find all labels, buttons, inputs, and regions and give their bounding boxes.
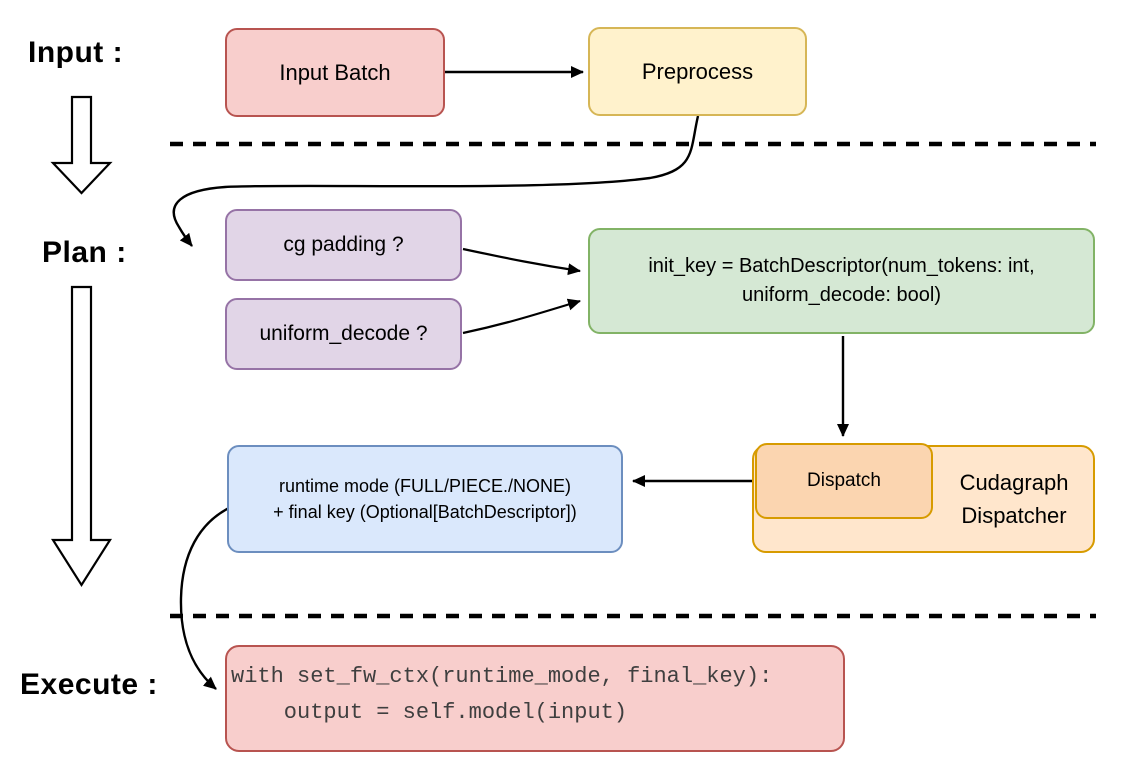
input-to-plan-arrow xyxy=(50,95,113,195)
curve-preprocess-plan xyxy=(172,115,700,247)
dispatch-label: Dispatch xyxy=(807,470,881,492)
arrow-cgpadding-initkey xyxy=(462,247,581,276)
cg-padding-label: cg padding ? xyxy=(283,232,404,256)
cudagraph-dispatcher-label: Cudagraph Dispatcher xyxy=(959,470,1069,528)
init-key-node: init_key = BatchDescriptor(num_tokens: i… xyxy=(588,228,1095,334)
runtime-mode-node: runtime mode (FULL/PIECE./NONE) + final … xyxy=(227,445,623,553)
dispatch-node: Dispatch xyxy=(755,443,933,519)
uniform-decode-node: uniform_decode ? xyxy=(225,298,462,370)
execute-code-line1: with set_fw_ctx(runtime_mode, final_key)… xyxy=(231,664,773,689)
preprocess-label: Preprocess xyxy=(641,58,754,84)
execute-code-line2: output = self.model(input) xyxy=(231,700,628,725)
plan-to-execute-arrow xyxy=(51,285,112,588)
execute-stage-label: Execute : xyxy=(20,668,158,701)
curve-runtimemode-execute xyxy=(179,504,234,690)
input-batch-label: Input Batch xyxy=(279,59,391,85)
input-batch-node: Input Batch xyxy=(225,28,445,117)
execute-code-node: with set_fw_ctx(runtime_mode, final_key)… xyxy=(225,645,845,752)
arrow-uniformdecode-initkey xyxy=(462,298,581,335)
cg-padding-node: cg padding ? xyxy=(225,209,462,281)
init-key-line1: init_key = BatchDescriptor(num_tokens: i… xyxy=(648,255,1035,277)
input-stage-label: Input : xyxy=(28,36,124,69)
preprocess-node: Preprocess xyxy=(588,27,807,116)
runtime-mode-line2: + final key (Optional[BatchDescriptor]) xyxy=(273,502,577,522)
plan-stage-label: Plan : xyxy=(42,236,127,269)
uniform-decode-label: uniform_decode ? xyxy=(259,321,428,345)
runtime-mode-line1: runtime mode (FULL/PIECE./NONE) xyxy=(278,475,572,496)
init-key-line2: uniform_decode: bool) xyxy=(741,284,941,306)
